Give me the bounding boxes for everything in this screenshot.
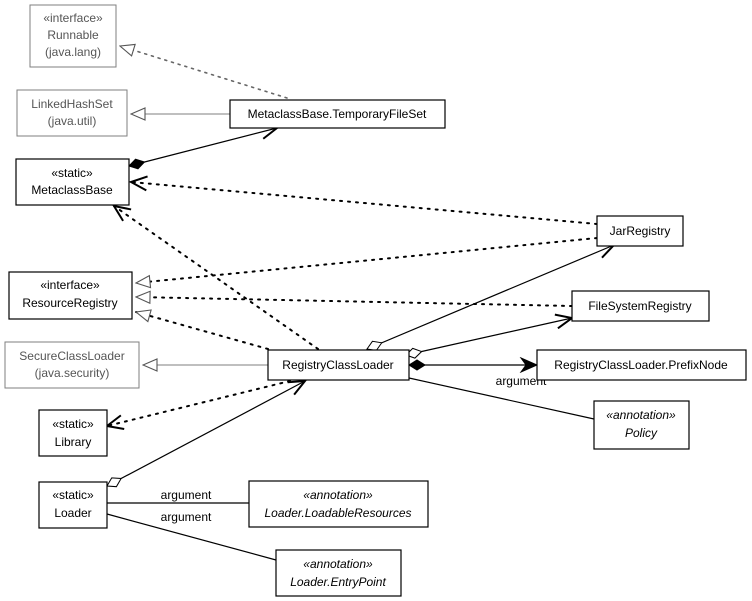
node-library[interactable]: «static» Library <box>38 409 108 457</box>
node-loader[interactable]: «static» Loader <box>38 481 108 529</box>
node-registryclassloader-name: RegistryClassLoader <box>282 358 393 372</box>
node-metaclassbase-name: MetaclassBase <box>31 183 113 197</box>
node-linkedhashset-package: (java.util) <box>48 114 97 128</box>
node-loader-name: Loader <box>54 506 91 520</box>
edge-metaclassbase-tempfileset <box>129 128 277 166</box>
node-temporaryfileset[interactable]: MetaclassBase.TemporaryFileSet <box>229 99 446 129</box>
edge-registryclassloader-resourceregistry <box>136 312 269 350</box>
node-secureclassloader-package: (java.security) <box>35 366 110 380</box>
node-secureclassloader[interactable]: SecureClassLoader (java.security) <box>4 341 140 389</box>
edge-label-loader-entrypoint: argument <box>161 510 212 524</box>
node-resourceregistry-name: ResourceRegistry <box>22 296 117 310</box>
node-filesystemregistry-name: FileSystemRegistry <box>588 299 691 313</box>
edge-loader-entrypoint <box>106 513 277 561</box>
node-temporaryfileset-name: MetaclassBase.TemporaryFileSet <box>248 107 427 121</box>
node-policy[interactable]: «annotation» Policy <box>593 400 690 450</box>
node-library-stereotype: «static» <box>52 417 94 431</box>
edge-loader-registryclassloader <box>107 381 305 486</box>
node-runnable-package: (java.lang) <box>45 45 101 59</box>
node-registryclassloader[interactable]: RegistryClassLoader <box>267 349 410 381</box>
edge-registryclassloader-metaclassbase <box>114 206 319 350</box>
node-metaclassbase-stereotype: «static» <box>51 166 93 180</box>
node-secureclassloader-name: SecureClassLoader <box>19 349 124 363</box>
node-entrypoint-name: Loader.EntryPoint <box>290 575 386 589</box>
node-jarregistry[interactable]: JarRegistry <box>596 215 684 247</box>
node-linkedhashset[interactable]: LinkedHashSet (java.util) <box>16 89 128 137</box>
node-runnable[interactable]: «interface» Runnable (java.lang) <box>29 4 117 68</box>
node-loadableresources-name: Loader.LoadableResources <box>265 506 412 520</box>
node-linkedhashset-name: LinkedHashSet <box>31 97 113 111</box>
node-resourceregistry-stereotype: «interface» <box>40 278 100 292</box>
edge-jarregistry-resourceregistry <box>136 237 598 283</box>
node-policy-stereotype: «annotation» <box>606 408 676 422</box>
node-jarregistry-name: JarRegistry <box>610 224 671 238</box>
edge-registryclassloader-policy <box>408 377 595 420</box>
node-entrypoint-stereotype: «annotation» <box>303 557 373 571</box>
node-loadableresources[interactable]: «annotation» Loader.LoadableResources <box>248 480 429 528</box>
edge-tempfileset-runnable <box>120 46 288 99</box>
edge-filesystemregistry-resourceregistry <box>136 297 573 307</box>
node-prefixnode[interactable]: RegistryClassLoader.PrefixNode <box>536 349 747 381</box>
node-filesystemregistry[interactable]: FileSystemRegistry <box>571 290 710 322</box>
node-runnable-name: Runnable <box>47 28 99 42</box>
node-library-name: Library <box>55 435 92 449</box>
node-loader-stereotype: «static» <box>52 488 94 502</box>
node-runnable-stereotype: «interface» <box>43 11 103 25</box>
node-policy-name: Policy <box>625 426 658 440</box>
node-loadableresources-stereotype: «annotation» <box>303 488 373 502</box>
node-entrypoint[interactable]: «annotation» Loader.EntryPoint <box>275 549 402 597</box>
edge-registryclassloader-filesystemregistry <box>406 318 572 355</box>
node-resourceregistry[interactable]: «interface» ResourceRegistry <box>8 271 133 320</box>
node-prefixnode-name: RegistryClassLoader.PrefixNode <box>554 358 728 372</box>
edge-jarregistry-metaclassbase <box>131 182 598 225</box>
edge-label-rcl-policy: argument <box>496 374 547 388</box>
node-metaclassbase[interactable]: «static» MetaclassBase <box>15 158 130 206</box>
edge-label-loader-loadableresources: argument <box>161 488 212 502</box>
